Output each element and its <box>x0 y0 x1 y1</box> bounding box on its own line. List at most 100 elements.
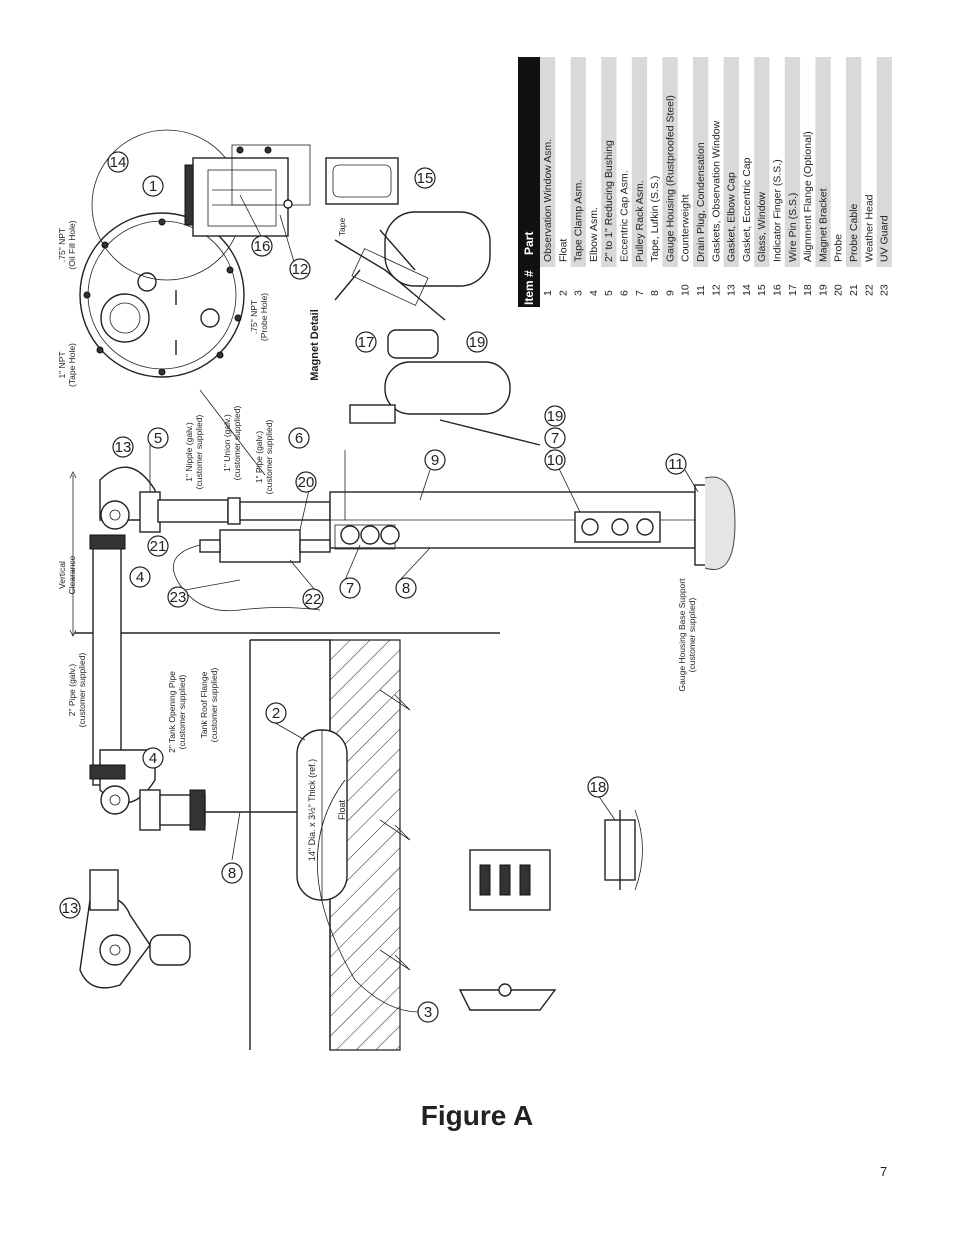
svg-text:17: 17 <box>358 334 375 351</box>
nipple-label: 1" Nipple (galv.) <box>184 422 194 482</box>
callout-14: 14 <box>107 151 129 173</box>
table-cell-item: 2 <box>557 290 569 296</box>
callout-18: 18 <box>587 776 609 798</box>
npt-oil-fill-sub: (Oil Fill Hole) <box>67 220 77 269</box>
tape-label: Tape <box>337 218 347 237</box>
table-cell-item: 11 <box>695 285 707 296</box>
svg-text:13: 13 <box>62 900 79 917</box>
callout-20: 20 <box>295 471 317 493</box>
table-row-stripe <box>754 57 770 267</box>
vertical-clearance-line2: Clearance <box>67 555 77 594</box>
probe-weather-head <box>172 529 331 612</box>
table-cell-part: 2" to 1" Reducing Bushing <box>603 140 615 262</box>
vertical-clearance-line1: Vertical <box>57 561 67 589</box>
pipe-2in-label: 2" Pipe (galv.) <box>67 664 77 717</box>
callouts: 14 1 16 12 15 17 19 13 5 6 20 10 7 19 9 … <box>59 151 687 1023</box>
callout-7-top: 7 <box>544 427 566 449</box>
table-cell-part: Probe <box>833 234 845 262</box>
table-row-stripe <box>693 57 709 267</box>
svg-text:13: 13 <box>115 439 132 456</box>
svg-text:21: 21 <box>150 538 167 555</box>
svg-text:5: 5 <box>154 430 162 447</box>
callout-1: 1 <box>142 175 164 197</box>
callout-16: 16 <box>251 235 273 257</box>
annotations: .75" NPT (Oil Fill Hole) 1" NPT (Tape Ho… <box>57 218 697 862</box>
callout-5: 5 <box>147 427 169 449</box>
svg-text:19: 19 <box>469 334 486 351</box>
table-cell-item: 9 <box>664 290 676 296</box>
svg-text:4: 4 <box>136 569 144 586</box>
npt-probe-sub: (Probe Hole) <box>259 293 269 341</box>
table-cell-part: Eccentric Cap Asm. <box>619 170 631 262</box>
base-support-sub: (customer supplied) <box>687 598 697 673</box>
table-cell-part: Gauge Housing (Rustproofed Steel) <box>664 95 676 262</box>
tank-opening-sub: (customer supplied) <box>177 675 187 750</box>
figure-caption: Figure A <box>420 1100 534 1131</box>
table-row-stripe <box>662 57 678 267</box>
callout-13-top: 13 <box>112 436 134 458</box>
pipe-1in-label: 1" Pipe (galv.) <box>254 431 264 484</box>
table-cell-item: 10 <box>680 284 692 296</box>
table-cell-part: Gasket, Eccentric Cap <box>741 157 753 262</box>
table-row-stripe <box>540 57 556 267</box>
svg-text:10: 10 <box>547 452 564 469</box>
pipe-1in-sub: (customer supplied) <box>264 420 274 495</box>
float-size-label: 14" Dia. x 3½" Thick (ref.) <box>307 759 317 861</box>
table-cell-item: 18 <box>802 284 814 296</box>
table-cell-part: Indicator Finger (S.S.) <box>772 159 784 262</box>
table-cell-item: 7 <box>634 290 646 296</box>
observation-window-assembly <box>184 144 311 237</box>
table-cell-item: 15 <box>756 284 768 296</box>
npt-probe-label: .75" NPT <box>249 300 259 334</box>
table-cell-item: 16 <box>772 284 784 296</box>
callout-22: 22 <box>302 588 324 610</box>
callout-10: 10 <box>544 449 566 471</box>
table-cell-item: 17 <box>787 284 799 296</box>
svg-text:8: 8 <box>402 580 410 597</box>
magnet-detail-label: Magnet Detail <box>309 309 321 381</box>
callout-23: 23 <box>167 586 189 608</box>
callout-3: 3 <box>417 1001 439 1023</box>
svg-text:14: 14 <box>110 154 127 171</box>
table-cell-item: 23 <box>879 284 891 296</box>
callout-4-top: 4 <box>129 566 151 588</box>
callout-7: 7 <box>339 577 361 599</box>
table-cell-part: Wire Pin (S.S.) <box>787 193 799 262</box>
svg-text:8: 8 <box>228 865 236 882</box>
table-row-stripe <box>784 57 801 267</box>
table-cell-part: Magnet Bracket <box>817 188 829 262</box>
pipe-run <box>69 466 331 831</box>
table-row-stripe <box>631 57 648 267</box>
npt-tape-label: 1" NPT <box>57 351 67 378</box>
base-support-label: Gauge Housing Base Support <box>677 578 687 692</box>
svg-text:3: 3 <box>424 1004 432 1021</box>
gauge-housing <box>329 476 736 570</box>
eccentric-cap-plate <box>79 212 245 378</box>
table-cell-part: Elbow Asm. <box>588 207 600 262</box>
svg-text:9: 9 <box>431 452 439 469</box>
callout-8-top: 8 <box>395 577 417 599</box>
table-cell-part: Drain Plug, Condensation <box>695 142 707 262</box>
svg-text:6: 6 <box>295 430 303 447</box>
svg-text:7: 7 <box>346 580 354 597</box>
svg-text:22: 22 <box>305 591 322 608</box>
svg-text:23: 23 <box>170 589 187 606</box>
callout-12: 12 <box>289 258 311 280</box>
table-cell-item: 14 <box>741 284 753 296</box>
callout-17: 17 <box>355 331 377 353</box>
svg-text:7: 7 <box>551 430 559 447</box>
alignment-flange <box>604 809 643 891</box>
table-header-part: Part <box>522 232 536 255</box>
svg-text:4: 4 <box>149 750 157 767</box>
table-cell-part: Pulley Rack Asm. <box>634 180 646 262</box>
callout-8-bottom: 8 <box>221 862 243 884</box>
elbow-assembly-detail <box>79 869 191 989</box>
table-row-stripe <box>876 57 892 267</box>
table-cell-item: 22 <box>863 284 875 296</box>
svg-text:15: 15 <box>417 170 434 187</box>
page-number: 7 <box>880 1164 888 1179</box>
callout-19-magnet: 19 <box>466 331 488 353</box>
callout-6: 6 <box>288 427 310 449</box>
